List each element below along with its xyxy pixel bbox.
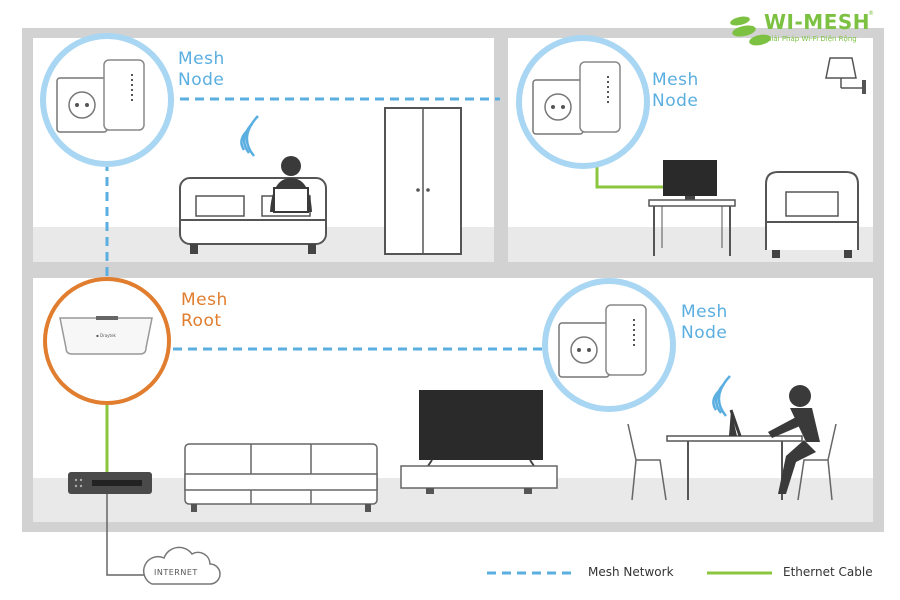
logo-title: WI-MESH: [764, 10, 871, 34]
tv-on-desk-icon: [648, 160, 736, 256]
mesh-root-label: Mesh Root: [181, 290, 228, 331]
internet-label: INTERNET: [154, 568, 198, 577]
internet-cloud-icon: [142, 546, 221, 585]
wifi-signal-icon: [240, 115, 259, 157]
mesh-network-links: [105, 97, 548, 351]
mesh-root: ▪ Draytek: [43, 277, 171, 405]
wardrobe-icon: [384, 107, 462, 255]
legend-mesh-network-label: Mesh Network: [588, 565, 674, 579]
person-sitting-icon: [768, 385, 820, 494]
mesh-node-label-3: Mesh Node: [681, 302, 728, 343]
legend-ethernet-cable-label: Ethernet Cable: [783, 565, 873, 579]
mesh-node-label-2: Mesh Node: [652, 70, 699, 111]
wimesh-logo-mark: [730, 16, 771, 46]
mesh-node-2: [516, 35, 650, 169]
mesh-node-1: [40, 33, 174, 167]
logo-tagline: Giải Pháp Wi-Fi Diện Rộng: [766, 35, 857, 43]
mesh-node-3: [542, 278, 676, 412]
wall-lamp-icon: [825, 57, 866, 94]
modem-icon: [68, 472, 152, 494]
person-with-laptop-icon: [270, 156, 312, 213]
internet-cable: [106, 494, 150, 576]
tv-stand-icon: [400, 390, 558, 494]
sofa-icon: [184, 443, 378, 512]
bed-icon-right: [765, 171, 859, 258]
svg-text:▪ Draytek: ▪ Draytek: [96, 333, 117, 338]
wifi-signal-icon-downstairs: [712, 375, 731, 417]
wimesh-logo: WI-MESH ® Giải Pháp Wi-Fi Diện Rộng: [728, 8, 878, 48]
mesh-node-label-1: Mesh Node: [178, 49, 225, 90]
laptop-icon: [729, 409, 742, 437]
logo-registered-mark: ®: [868, 10, 874, 17]
